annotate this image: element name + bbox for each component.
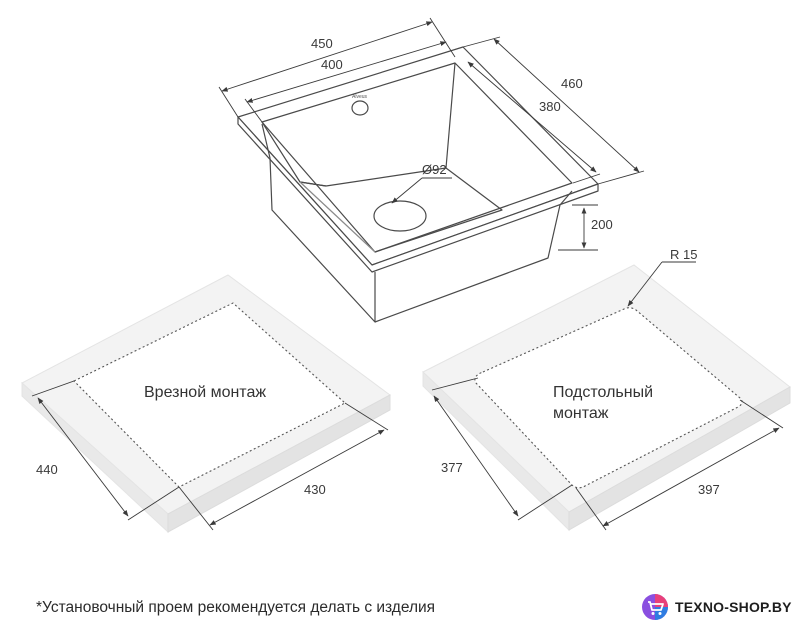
cutout-1-dimensions (31, 380, 389, 531)
dim-cutout-1-bottom: 430 (304, 482, 326, 497)
dim-drain: Ø92 (422, 162, 447, 177)
brand-mark: Alveus (352, 94, 368, 100)
sink-inner-edge-bl (299, 181, 376, 253)
cutout-2-dimensions (431, 261, 784, 531)
dim-cutout-2-bottom: 397 (698, 482, 720, 497)
cutout-1-opening (73, 302, 346, 488)
cutout-topmount: Врезной монтаж (21, 274, 391, 534)
sink-body-right (374, 190, 573, 323)
shop-logo[interactable]: TEXNO-SHOP.BY (640, 592, 792, 622)
dim-cutout-1-side: 440 (36, 462, 58, 477)
dim-line-397 (602, 427, 780, 527)
dim-line-380 (467, 61, 597, 173)
cutout-undermount: Подстольный монтаж (422, 264, 791, 532)
sink-body-left (261, 123, 376, 323)
cutout-2-label-line2: монтаж (553, 405, 609, 422)
sink-rim-front (237, 116, 599, 273)
sink-inner-floor (299, 167, 503, 253)
dim-radius: R 15 (670, 247, 697, 262)
dim-cutout-2-side: 377 (441, 460, 463, 475)
cart-logo-icon (642, 594, 668, 620)
dim-inner-width: 400 (321, 57, 343, 72)
sink-dimensions (218, 17, 645, 251)
drain-hole (373, 200, 427, 232)
dim-line-430 (209, 429, 385, 526)
drain-leader (391, 177, 423, 204)
dim-line-400 (246, 41, 447, 103)
dim-inner-depth: 380 (539, 99, 561, 114)
radius-leader (627, 261, 663, 307)
tap-hole (351, 100, 369, 116)
logo-text: TEXNO-SHOP.BY (675, 599, 792, 615)
cutout-1-label: Врезной монтаж (144, 384, 266, 401)
dim-line-440 (37, 397, 129, 517)
dim-line-377 (433, 395, 519, 517)
cutout-2-label-line1: Подстольный (553, 384, 653, 401)
dim-outer-depth: 460 (561, 76, 583, 91)
footnote: *Установочный проем рекомендуется делать… (36, 599, 436, 616)
dim-height: 200 (591, 217, 613, 232)
dim-outer-width: 450 (311, 36, 333, 51)
cutout-2-opening (474, 307, 743, 489)
